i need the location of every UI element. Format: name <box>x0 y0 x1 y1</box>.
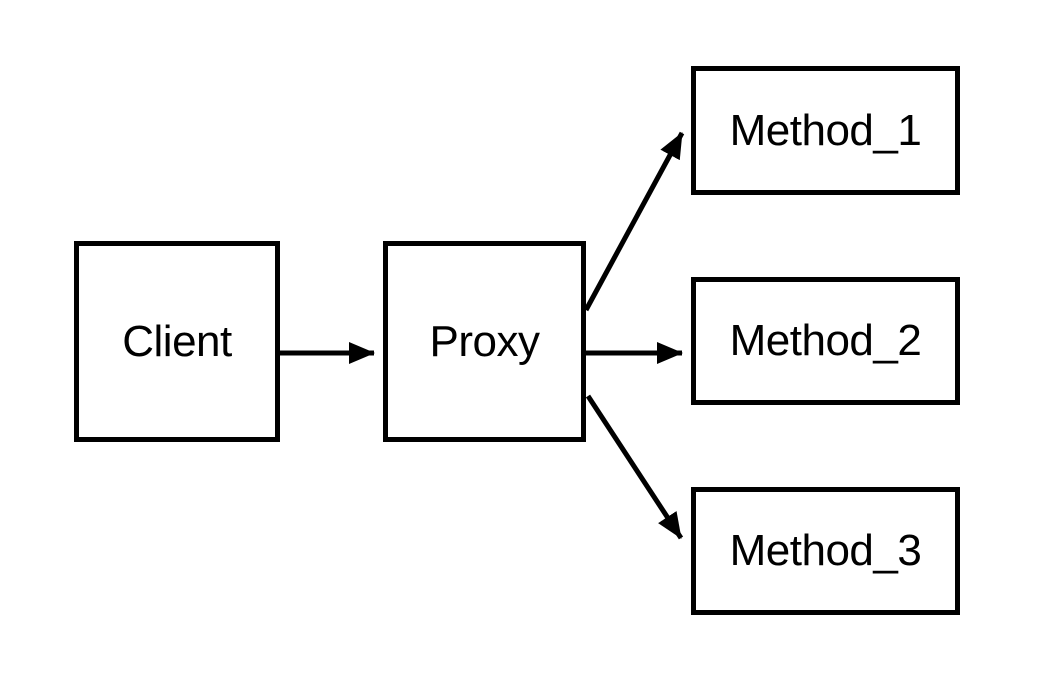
edge-proxy-to-method-1 <box>583 131 685 312</box>
node-proxy[interactable]: Proxy <box>383 241 586 442</box>
node-client-label: Client <box>122 316 232 366</box>
node-method-3[interactable]: Method_3 <box>691 487 960 615</box>
node-method-2-label: Method_2 <box>729 316 922 365</box>
node-method-3-label: Method_3 <box>729 526 922 575</box>
node-method-1[interactable]: Method_1 <box>691 66 960 195</box>
node-client[interactable]: Client <box>74 241 280 442</box>
node-proxy-label: Proxy <box>429 316 540 366</box>
node-method-1-label: Method_1 <box>729 105 922 155</box>
node-method-2[interactable]: Method_2 <box>691 277 960 405</box>
edge-proxy-to-method-3 <box>585 394 684 540</box>
